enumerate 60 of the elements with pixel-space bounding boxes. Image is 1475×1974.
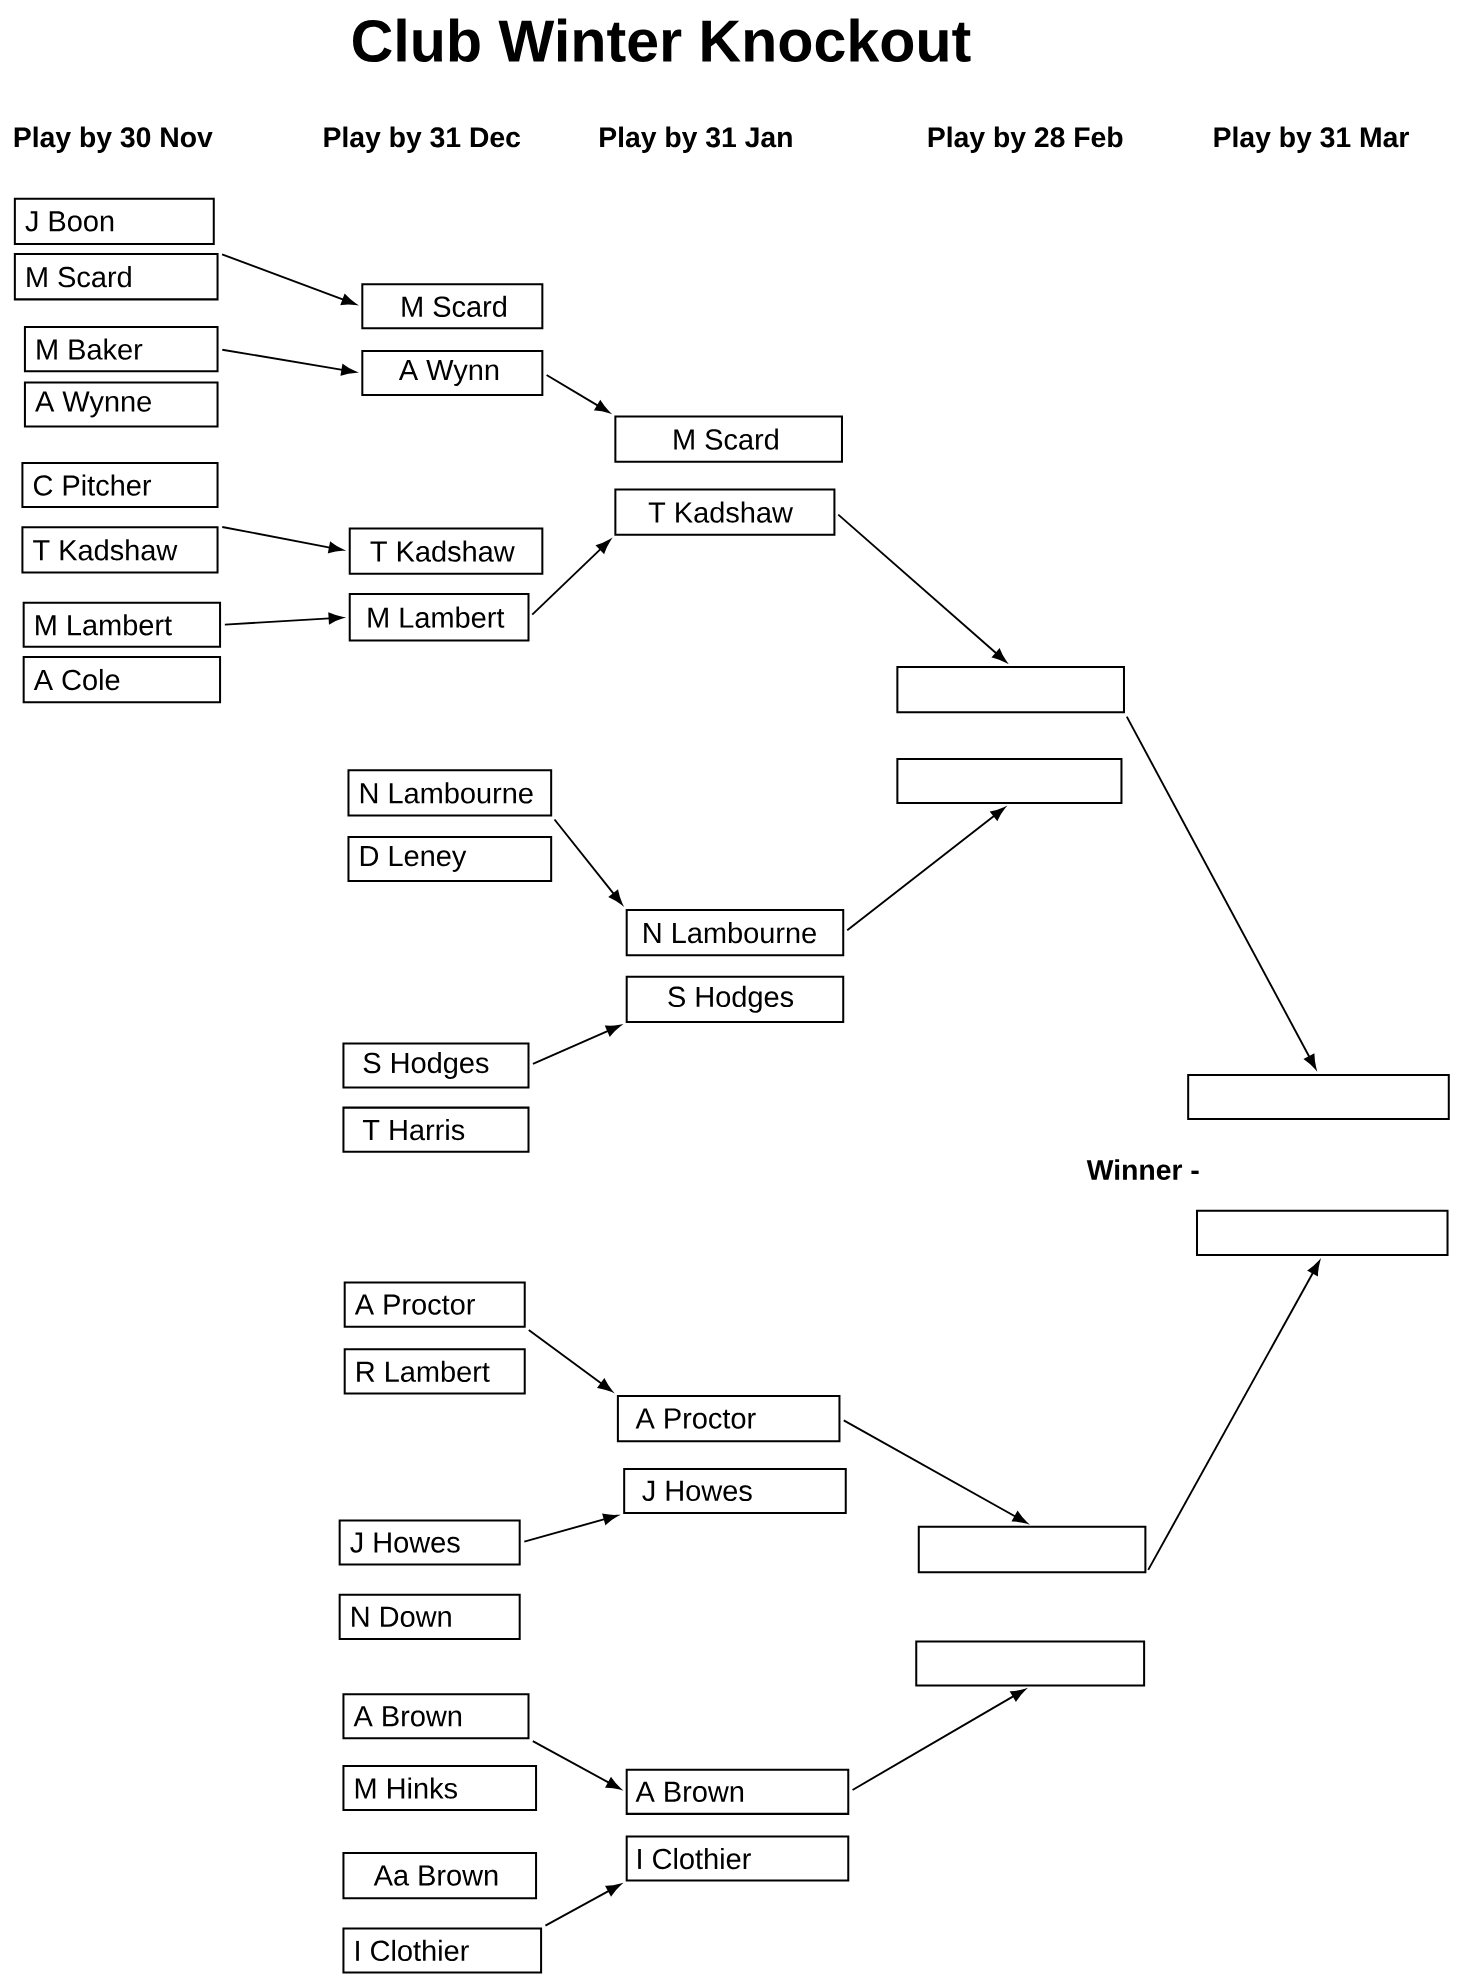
player-box: A Brown [342, 1693, 530, 1740]
round-heading: Play by 31 Dec [324, 126, 520, 153]
player-box: S Hodges [625, 975, 845, 1023]
player-box: J Howes [338, 1519, 521, 1566]
round-heading: Play by 30 Nov [14, 126, 213, 153]
player-box: N Lambourne [347, 769, 552, 817]
player-box: M Scard [614, 415, 843, 463]
player-box: N Lambourne [625, 908, 845, 957]
player-box: J Howes [622, 1467, 847, 1514]
player-box: T Kadshaw [348, 527, 544, 575]
round-heading: Play by 28 Feb [928, 126, 1123, 153]
player-box: A Proctor [343, 1281, 526, 1328]
player-box: I Clothier [625, 1835, 850, 1882]
arrow [851, 1688, 1026, 1791]
arrow [1147, 1260, 1320, 1571]
arrow [553, 818, 623, 905]
empty-box [896, 666, 1125, 714]
arrow [1125, 715, 1317, 1069]
arrow [846, 807, 1005, 932]
arrow [837, 513, 1007, 663]
arrow [220, 253, 356, 305]
arrow [842, 1419, 1028, 1524]
player-box: T Harris [342, 1106, 530, 1153]
player-box: M Hinks [342, 1765, 537, 1812]
empty-box [915, 1640, 1145, 1687]
player-box: A Proctor [616, 1394, 841, 1443]
winner-label: Winner - [1086, 1159, 1199, 1180]
player-box: I Clothier [342, 1927, 542, 1974]
player-box: A Brown [625, 1768, 850, 1815]
player-box: J Boon [13, 197, 215, 245]
player-box: A Wynn [361, 350, 544, 397]
empty-box [917, 1525, 1147, 1574]
arrow [527, 1328, 613, 1392]
arrow [531, 539, 611, 616]
arrow [531, 1740, 621, 1790]
arrow [544, 1883, 621, 1927]
arrow [531, 1024, 621, 1065]
player-box: A Wynne [23, 381, 219, 428]
empty-box [1195, 1209, 1449, 1256]
player-box: N Down [338, 1593, 521, 1640]
empty-box [896, 757, 1123, 804]
player-box: R Lambert [343, 1348, 526, 1395]
player-box: T Kadshaw [614, 488, 836, 536]
player-box: M Lambert [348, 592, 530, 642]
player-box: A Cole [22, 655, 221, 704]
empty-box [1186, 1073, 1450, 1120]
player-box: Aa Brown [342, 1851, 537, 1900]
player-box: M Scard [361, 283, 544, 330]
player-box: T Kadshaw [21, 526, 219, 574]
arrow [523, 1513, 618, 1543]
title: Club Winter Knockout [352, 18, 971, 62]
player-box: M Scard [13, 253, 219, 301]
round-heading: Play by 31 Jan [599, 126, 792, 153]
player-box: C Pitcher [21, 462, 219, 509]
arrow [545, 374, 610, 413]
player-box: S Hodges [342, 1042, 530, 1089]
player-box: D Leney [347, 835, 552, 882]
round-heading: Play by 31 Mar [1214, 126, 1409, 153]
player-box: M Baker [23, 326, 219, 373]
player-box: M Lambert [22, 601, 221, 648]
